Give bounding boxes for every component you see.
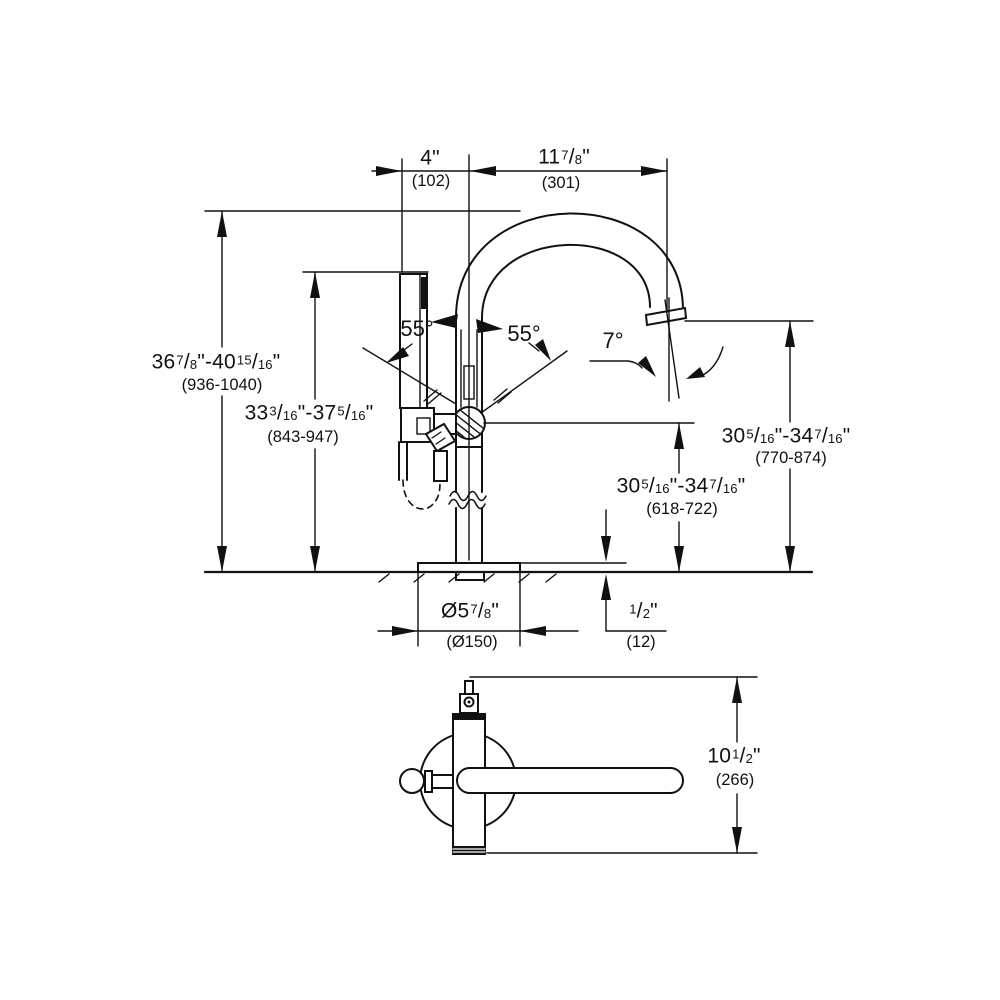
dim-spout-offset-mm: (102) [411, 171, 451, 190]
front-view [203, 154, 814, 647]
hand-shower [398, 273, 457, 510]
dim-valve-height-in: 305/16"-347/16" [616, 474, 746, 498]
lever-plan [456, 767, 684, 794]
shower-hose [402, 479, 441, 510]
riser-pipe [455, 317, 483, 564]
spout-outlet [644, 306, 688, 327]
dim-spout-height-in: 305/16"-347/16" [721, 424, 851, 448]
dim-spout-reach-mm: (301) [541, 173, 581, 192]
dim-plan-depth-in: 101/2" [707, 744, 761, 768]
tilt-angle-graphics [589, 297, 724, 402]
dim-overall-height-mm: (936-1040) [181, 375, 263, 394]
dim-overall-height-in: 367/8"-4015/16" [151, 350, 281, 374]
spout [455, 212, 688, 327]
base-plate [417, 562, 521, 581]
dim-spout-reach-in: 117/8" [538, 145, 590, 169]
dim-plate-height-mm: (12) [626, 632, 656, 651]
dim-spout-height-mm: (770-874) [755, 448, 827, 467]
dim-base-diameter-mm: (Ø150) [446, 632, 498, 651]
bottom-cap [452, 846, 486, 855]
dim-valve-height-mm: (618-722) [646, 499, 718, 518]
dim-plate-height-in: 1/2" [629, 599, 658, 623]
dim-handshower-height-in: 333/16"-375/16" [244, 401, 374, 425]
dim-spout-offset-in: 4" [420, 146, 440, 170]
angle-swivel-left: 55° [400, 316, 434, 341]
ground-hatch [378, 573, 557, 583]
knob-ball [399, 768, 425, 794]
dim-handshower-height-mm: (843-947) [267, 427, 339, 446]
plan-view [399, 676, 758, 855]
dimension-lines [217, 166, 795, 636]
angle-spout-tilt: 7° [602, 328, 624, 353]
pipe-break-symbol [448, 490, 487, 510]
dim-base-diameter-in: Ø57/8" [440, 599, 500, 623]
plan-dimension [469, 676, 758, 854]
dim-plan-depth-mm: (266) [715, 770, 755, 789]
extension-lines [204, 154, 814, 647]
swivel-angle-graphics [362, 314, 568, 414]
angle-swivel-right: 55° [507, 321, 541, 346]
